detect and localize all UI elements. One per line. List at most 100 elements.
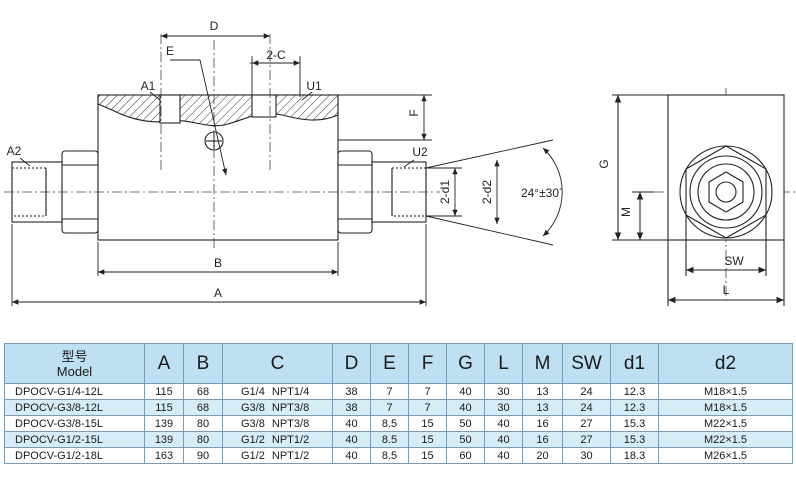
header-col: C [222, 343, 333, 384]
cell: 40 [332, 431, 371, 448]
header-col: A [144, 343, 184, 384]
right-port [371, 161, 427, 223]
cell: 40 [484, 447, 523, 464]
label-F: F [407, 109, 421, 116]
cell-model: DPOCV-G1/2-18L [4, 447, 145, 464]
cell: 7 [370, 399, 409, 416]
cell-model: DPOCV-G3/8-15L [4, 415, 145, 432]
table-row: DPOCV-G1/4-12L 115 68 G1/4 NPT1/4 38 7 7… [4, 383, 793, 400]
label-A: A [214, 286, 222, 300]
cell: 12.3 [610, 399, 659, 416]
cell: G1/2 NPT1/2 [222, 447, 333, 464]
cell: 38 [332, 383, 371, 400]
cell: 24 [562, 383, 611, 400]
cell: 7 [408, 399, 447, 416]
label-A1: A1 [141, 79, 156, 93]
header-col: B [183, 343, 223, 384]
section-hatch [97, 94, 339, 127]
label-U2: U2 [412, 145, 428, 159]
header-col: d1 [610, 343, 659, 384]
header-col: L [484, 343, 523, 384]
table-row: DPOCV-G3/8-15L 139 80 G3/8 NPT3/8 40 8.5… [4, 415, 793, 432]
cell: 68 [183, 399, 223, 416]
cell: 115 [144, 399, 184, 416]
cell: 12.3 [610, 383, 659, 400]
cell: 24 [562, 399, 611, 416]
cell: 8.5 [370, 431, 409, 448]
label-G: G [597, 159, 611, 168]
header-col: M [522, 343, 563, 384]
cell: 15 [408, 431, 447, 448]
label-SW: SW [724, 254, 744, 268]
technical-drawing: D E 2-C A1 U1 A2 U2 F 2-d1 2-d2 24°±30´ … [4, 19, 796, 306]
cell: 60 [446, 447, 485, 464]
cell: 30 [562, 447, 611, 464]
cell: 40 [446, 383, 485, 400]
cell: 80 [183, 415, 223, 432]
cell: 80 [183, 431, 223, 448]
cell: 40 [332, 415, 371, 432]
side-view [612, 94, 785, 306]
label-L: L [723, 283, 730, 297]
cell: 50 [446, 415, 485, 432]
front-view [11, 94, 427, 241]
table-row: DPOCV-G1/2-15L 139 80 G1/2 NPT1/2 40 8.5… [4, 431, 793, 448]
header-col: D [332, 343, 371, 384]
table-row: DPOCV-G1/2-18L 163 90 G1/2 NPT1/2 40 8.5… [4, 447, 793, 464]
cell-model: DPOCV-G1/4-12L [4, 383, 145, 400]
header-col: SW [562, 343, 611, 384]
cell-model: DPOCV-G3/8-12L [4, 399, 145, 416]
label-2d1: 2-d1 [438, 180, 452, 204]
cell-model: DPOCV-G1/2-15L [4, 431, 145, 448]
side-body [667, 94, 785, 241]
cell: 16 [522, 415, 563, 432]
cell: 38 [332, 399, 371, 416]
cell: 15.3 [610, 415, 659, 432]
header-col: G [446, 343, 485, 384]
cell: 27 [562, 431, 611, 448]
cell: 139 [144, 415, 184, 432]
label-D: D [210, 19, 219, 33]
cell: 13 [522, 399, 563, 416]
cell: G1/2 NPT1/2 [222, 431, 333, 448]
cell: G3/8 NPT3/8 [222, 399, 333, 416]
cell: 30 [484, 399, 523, 416]
label-M: M [619, 207, 633, 217]
cell: 15 [408, 447, 447, 464]
cell: 40 [332, 447, 371, 464]
label-U1: U1 [306, 79, 322, 93]
label-B: B [214, 256, 222, 270]
label-angle: 24°±30´ [521, 186, 563, 200]
cell: 50 [446, 431, 485, 448]
cell: G3/8 NPT3/8 [222, 415, 333, 432]
hex-nut [685, 145, 767, 239]
header-col: F [408, 343, 447, 384]
cell: 115 [144, 383, 184, 400]
cell: 15.3 [610, 431, 659, 448]
cell: M18×1.5 [658, 399, 793, 416]
cell: 40 [446, 399, 485, 416]
cell: 90 [183, 447, 223, 464]
label-E: E [166, 44, 174, 58]
header-col: d2 [658, 343, 793, 384]
cell: M18×1.5 [658, 383, 793, 400]
cell: M26×1.5 [658, 447, 793, 464]
header-col: E [370, 343, 409, 384]
label-2C: 2-C [266, 48, 286, 62]
cell: 18.3 [610, 447, 659, 464]
cell: 8.5 [370, 447, 409, 464]
cell: M22×1.5 [658, 431, 793, 448]
label-A2: A2 [7, 144, 22, 158]
cell: 15 [408, 415, 447, 432]
cell: 13 [522, 383, 563, 400]
cell: 30 [484, 383, 523, 400]
cell: 40 [484, 415, 523, 432]
cell: G1/4 NPT1/4 [222, 383, 333, 400]
cell: 16 [522, 431, 563, 448]
cell: 7 [408, 383, 447, 400]
cell: M22×1.5 [658, 415, 793, 432]
label-2d2: 2-d2 [480, 180, 494, 204]
